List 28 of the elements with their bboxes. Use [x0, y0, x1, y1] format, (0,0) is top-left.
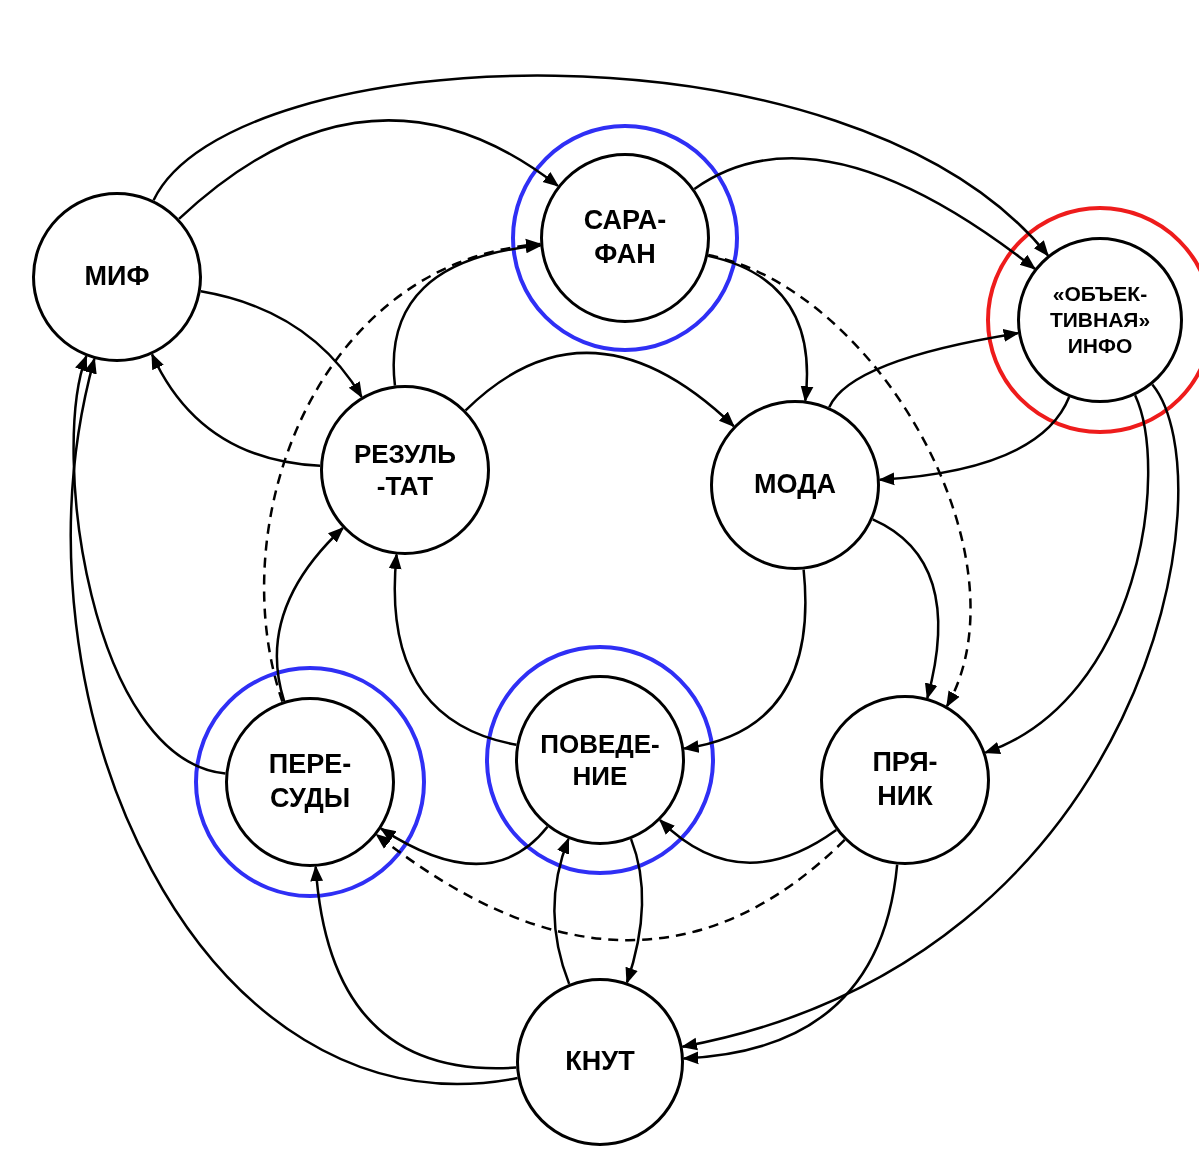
- arrow: [375, 833, 846, 942]
- arrow: [682, 864, 899, 1064]
- node-label: РЕЗУЛЬ -ТАТ: [352, 437, 458, 503]
- node-label: «ОБЪЕК- ТИВНАЯ» ИНФО: [1048, 280, 1152, 360]
- arrow: [178, 119, 560, 220]
- arrow: [263, 240, 542, 702]
- arrow: [151, 353, 321, 468]
- node-label: МОДА: [754, 468, 836, 502]
- arrow: [200, 290, 363, 399]
- arrow: [625, 838, 644, 984]
- node-label: КНУТ: [565, 1045, 635, 1079]
- node-label: ПОВЕДЕ- НИЕ: [539, 727, 661, 793]
- arrow: [693, 157, 1036, 270]
- arrow: [72, 354, 226, 775]
- node-label: ПЕРЕ- СУДЫ: [267, 748, 353, 815]
- arrow: [152, 74, 1050, 257]
- arrow: [379, 826, 549, 866]
- arrow: [310, 865, 517, 1070]
- arrow: [878, 396, 1071, 486]
- node-label: ПРЯ- НИК: [871, 746, 939, 813]
- arrow: [464, 351, 735, 428]
- arrow: [389, 553, 517, 746]
- node-label: САРА- ФАН: [582, 204, 668, 271]
- arrow: [275, 526, 344, 702]
- arrow: [984, 394, 1150, 754]
- arrow: [658, 819, 837, 864]
- arrow: [553, 837, 571, 985]
- node-label: МИФ: [84, 260, 150, 294]
